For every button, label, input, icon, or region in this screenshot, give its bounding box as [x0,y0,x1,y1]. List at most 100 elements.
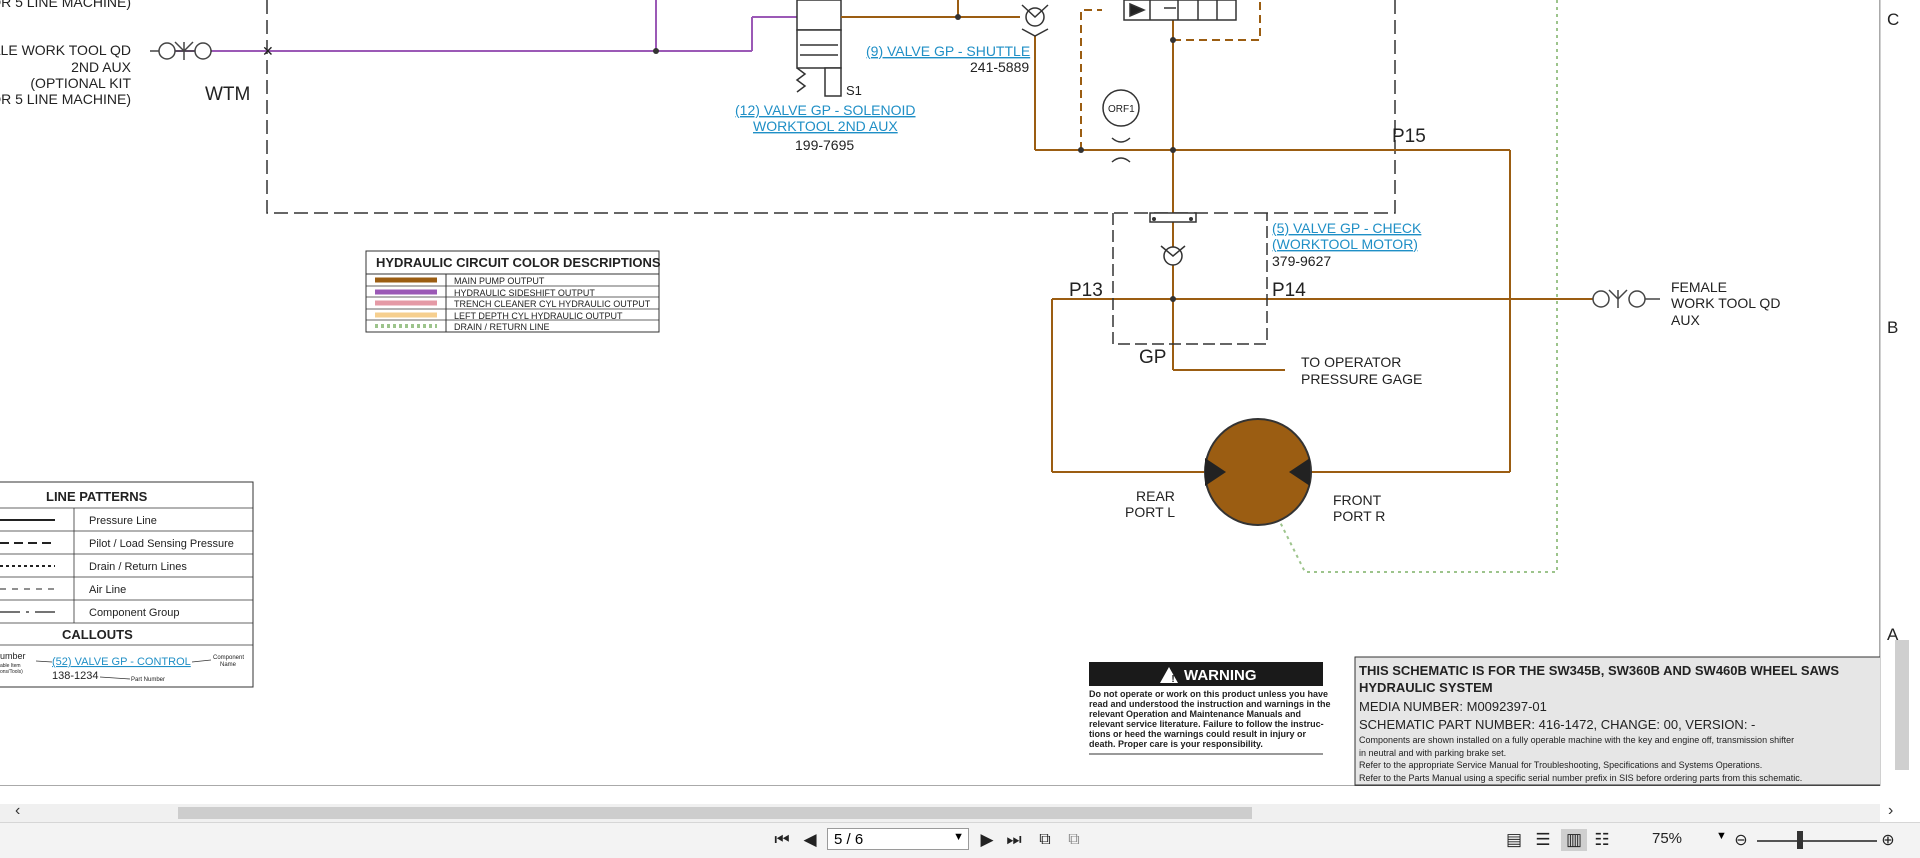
line-machine-top-label: OR 5 LINE MACHINE) [0,0,131,10]
callouts-number-sub-1: able Item [0,663,21,669]
zone-c: C [1887,10,1899,29]
zoom-level[interactable]: 75% [1652,830,1683,847]
scroll-right-icon[interactable]: › [1888,802,1894,819]
pattern-drain: Drain / Return Lines [89,561,187,573]
previous-view-icon[interactable]: ⧉ [1039,831,1051,848]
optional-kit-label: (OPTIONAL KIT [30,75,131,91]
line-patterns-legend: LINE PATTERNS Pressure Line Pilot / Load… [0,481,254,688]
shuttle-valve-symbol [1021,4,1049,37]
p14-label: P14 [1272,280,1306,301]
control-valve-block [1123,0,1237,21]
orf1-label: ORF1 [1108,104,1135,115]
orf1-circle [1102,89,1140,127]
female-label: FEMALE [1671,279,1727,295]
warning-title: WARNING [1184,667,1257,684]
zoom-dropdown-icon[interactable]: ▼ [1716,830,1727,842]
scroll-left-icon[interactable]: ‹ [15,802,21,819]
zone-a: A [1887,625,1899,644]
warning-line-4: relevant service literature. Failure to … [1089,719,1324,729]
next-view-icon[interactable]: ⧉ [1068,831,1080,848]
callouts-example-part: 138-1234 [52,670,99,682]
color-legend: HYDRAULIC CIRCUIT COLOR DESCRIPTIONS MAI… [365,250,661,333]
legend-label-left-depth: LEFT DEPTH CYL HYDRAULIC OUTPUT [454,311,623,321]
two-page-continuous-view-icon[interactable]: ☷ [1594,830,1610,849]
p13-label: P13 [1069,280,1103,301]
gp-label: GP [1139,347,1166,368]
title-note-4: Refer to the Parts Manual using a specif… [1359,773,1802,783]
color-legend-title: HYDRAULIC CIRCUIT COLOR DESCRIPTIONS [376,255,661,270]
s1-label: S1 [846,83,862,98]
schematic-drawing: ✕ S1 [0,0,1880,786]
line-patterns-title: LINE PATTERNS [46,489,148,504]
single-page-view-icon[interactable]: ▤ [1505,830,1523,849]
warning-line-2: read and understood the instruction and … [1089,699,1331,709]
two-page-view-icon[interactable]: ▥ [1561,829,1587,851]
vertical-scroll-thumb[interactable] [1895,640,1909,770]
port-l-label: PORT L [1125,504,1175,520]
zoom-in-icon[interactable]: ⊕ [1881,832,1895,849]
shuttle-valve-link[interactable]: (9) VALVE GP - SHUTTLE [866,43,1030,59]
title-heading-2: HYDRAULIC SYSTEM [1359,680,1493,695]
callouts-title: CALLOUTS [62,627,133,642]
svg-text:✕: ✕ [262,43,274,59]
solenoid-valve-symbol [795,0,842,97]
zoom-slider-track[interactable] [1757,840,1877,842]
zoom-out-icon[interactable]: ⊖ [1734,832,1748,849]
legend-label-main-pump: MAIN PUMP OUTPUT [454,276,545,286]
front-label: FRONT [1333,492,1382,508]
check-part-number: 379-9627 [1272,253,1331,269]
document-viewport[interactable]: ✕ S1 [0,0,1880,786]
legend-label-drain: DRAIN / RETURN LINE [454,322,550,332]
last-page-icon[interactable]: ⏭ [1006,830,1022,849]
pattern-pilot: Pilot / Load Sensing Pressure [89,538,234,550]
pattern-pressure: Pressure Line [89,515,157,527]
title-heading-1: THIS SCHEMATIC IS FOR THE SW345B, SW360B… [1359,663,1839,678]
pattern-air: Air Line [89,584,126,596]
warning-line-5: tions or heed the warnings could result … [1089,729,1307,739]
warning-line-3: relevant Operation and Maintenance Manua… [1089,709,1301,719]
callouts-number-label: umber [0,651,26,661]
horizontal-scroll-thumb[interactable] [178,807,1252,819]
warning-line-6: death. Proper care is your responsibilit… [1089,739,1263,749]
main-pump-lines [841,0,1600,473]
second-aux-label: 2ND AUX [71,59,132,75]
warning-line-1: Do not operate or work on this product u… [1089,689,1328,699]
page-number-input[interactable]: 5 / 6 ▼ [827,828,969,850]
title-note-3: Refer to the appropriate Service Manual … [1359,760,1762,770]
solenoid-valve-link[interactable]: (12) VALVE GP - SOLENOID [735,102,916,118]
pressure-gage-label: PRESSURE GAGE [1301,371,1422,387]
first-page-icon[interactable]: ⏮ [774,830,790,849]
female-qd-2nd-aux-coupler [150,41,212,60]
title-note-1: Components are shown installed on a full… [1359,735,1794,745]
callouts-part-number-label: Part Number [131,677,165,683]
callouts-component-name-label: Name [220,662,237,668]
solenoid-valve-link-2[interactable]: WORKTOOL 2ND AUX [753,118,898,134]
title-media-number: MEDIA NUMBER: M0092397-01 [1359,699,1547,714]
check-valve-link[interactable]: (5) VALVE GP - CHECK [1272,220,1422,236]
zone-b: B [1887,318,1898,337]
horizontal-scrollbar[interactable]: ‹ › [0,802,1893,822]
rear-label: REAR [1136,488,1175,504]
title-note-2: in neutral and with parking brake set. [1359,748,1506,758]
legend-label-trench: TRENCH CLEANER CYL HYDRAULIC OUTPUT [454,299,651,309]
pattern-component-group: Component Group [89,607,180,619]
page-indicator: 5 / 6 [834,830,864,848]
warning-box: ! WARNING Do not operate or work on this… [1089,662,1331,755]
page-dropdown-icon[interactable]: ▼ [953,831,964,843]
next-page-icon[interactable]: ▶ [980,830,994,849]
viewer-toolbar: ⏮ ◀ 5 / 6 ▼ ▶ ⏭ ⧉ ⧉ ▤ ☰ ▥ ☷ 75% ▼ ⊖ ⊕ [0,822,1920,858]
title-block: THIS SCHEMATIC IS FOR THE SW345B, SW360B… [1354,656,1880,786]
work-tool-qd-label: WORK TOOL QD [1671,295,1780,311]
callouts-component-label: Component [213,655,244,661]
previous-page-icon[interactable]: ◀ [803,830,817,849]
wtm-label: WTM [205,84,250,105]
shuttle-part-number: 241-5889 [970,59,1029,75]
legend-label-sideshift: HYDRAULIC SIDESHIFT OUTPUT [454,288,595,298]
callouts-example-link[interactable]: (52) VALVE GP - CONTROL [52,656,191,668]
zoom-slider-knob[interactable] [1797,831,1803,849]
title-part-number: SCHEMATIC PART NUMBER: 416-1472, CHANGE:… [1359,717,1755,732]
continuous-view-icon[interactable]: ☰ [1535,830,1551,849]
check-valve-link-2[interactable]: (WORKTOOL MOTOR) [1272,236,1418,252]
vertical-scrollbar[interactable]: C B A [1880,0,1920,786]
female-wt-qd-label: ALE WORK TOOL QD [0,42,131,58]
